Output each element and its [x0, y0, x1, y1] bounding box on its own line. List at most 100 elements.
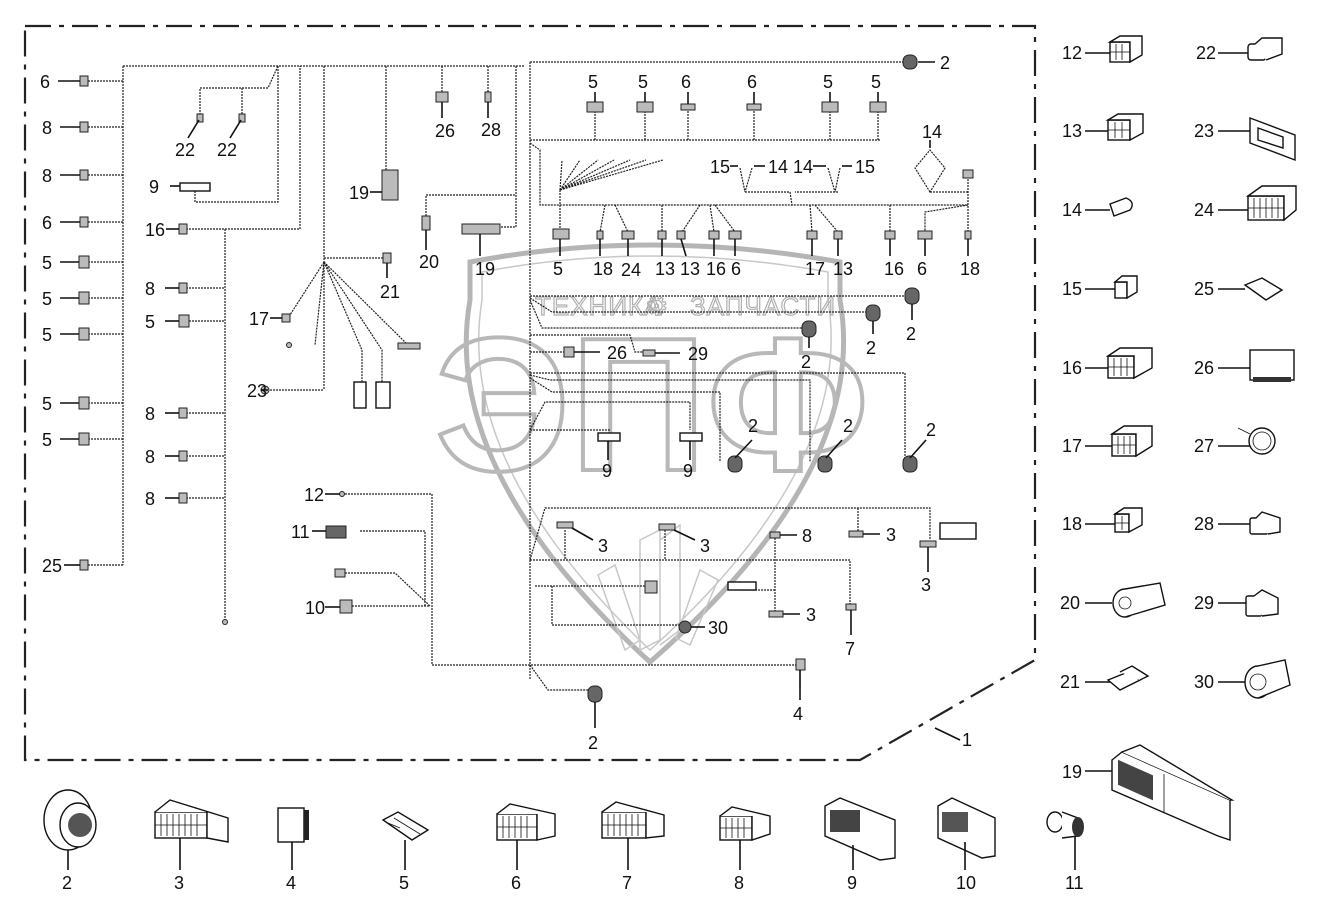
- part-11[interactable]: 11: [1046, 811, 1084, 893]
- wire-segment: [559, 159, 581, 191]
- connector-symbol: [178, 492, 188, 504]
- drawing-shape: [597, 432, 621, 442]
- connector-symbol: [78, 396, 90, 410]
- connector-symbol: [962, 169, 974, 179]
- callout-label: 8: [145, 489, 155, 509]
- connector-symbol: [178, 314, 190, 328]
- callout-label: 19: [349, 183, 369, 203]
- drawing-shape: [155, 814, 207, 836]
- connector-12pin-icon: [1245, 185, 1297, 222]
- part-8[interactable]: 8: [719, 806, 771, 893]
- wire-segment: [614, 204, 629, 233]
- callout-harness: 1: [962, 730, 972, 750]
- drawing-shape: [154, 799, 229, 843]
- connector-symbol: [178, 282, 188, 294]
- part-4[interactable]: 4: [277, 807, 309, 893]
- wire-segment: [834, 167, 841, 193]
- callout-label: 13: [1062, 121, 1082, 141]
- connector-symbol: [708, 230, 720, 240]
- parts-catalog-bottom: 2 3 4 5 6 7 8: [43, 789, 1084, 893]
- part-12[interactable]: 12: [1062, 35, 1143, 64]
- connector-symbol: [281, 313, 291, 323]
- part-17[interactable]: 17: [1062, 425, 1153, 458]
- drawing-shape: [939, 522, 977, 540]
- drawing-shape: [1109, 197, 1133, 217]
- wire-segment: [681, 204, 701, 233]
- part-10[interactable]: 10: [937, 797, 996, 893]
- part-22[interactable]: 22: [1196, 37, 1283, 63]
- callout-label: 26: [607, 343, 627, 363]
- wire-segment: [551, 586, 685, 626]
- callout-label: 8: [42, 118, 52, 138]
- part-20[interactable]: 20: [1060, 582, 1166, 618]
- part-9[interactable]: 9: [824, 797, 896, 893]
- part-27[interactable]: 27: [1194, 427, 1276, 456]
- connector-symbol: [768, 610, 784, 618]
- callout-label: 4: [793, 704, 803, 724]
- clip-housing-icon: [1249, 349, 1295, 382]
- leader-line: [187, 119, 200, 139]
- part-23[interactable]: 23: [1194, 116, 1296, 162]
- round-plug-icon: [1244, 659, 1291, 699]
- terminal-housing-icon: [1113, 275, 1138, 300]
- part-30[interactable]: 30: [1194, 659, 1291, 699]
- callout-label: 16: [706, 259, 726, 279]
- part-2[interactable]: 2: [43, 789, 97, 893]
- connector-symbol: [680, 103, 696, 111]
- connector-symbol: [902, 54, 918, 70]
- part-25[interactable]: 25: [1194, 277, 1284, 301]
- wire-segment: [314, 261, 325, 346]
- connector-symbol: [556, 521, 574, 529]
- connector-symbol: [919, 540, 937, 548]
- circular-connector-icon: [1112, 582, 1166, 618]
- part-16[interactable]: 16: [1062, 347, 1153, 380]
- part-29[interactable]: 29: [1194, 589, 1279, 617]
- part-7[interactable]: 7: [601, 801, 665, 893]
- wire-segment: [323, 261, 409, 346]
- part-6[interactable]: 6: [496, 803, 556, 893]
- wire-segment: [814, 204, 839, 233]
- drawing-shape: [1113, 275, 1138, 300]
- leader-line: [673, 529, 696, 541]
- drawing-shape: [1072, 817, 1084, 837]
- part-19[interactable]: 19: [1062, 744, 1235, 841]
- drawing-shape: [1257, 659, 1291, 699]
- callout-label: 2: [906, 324, 916, 344]
- drawing-shape: [1119, 665, 1150, 681]
- callout-label: 29: [1194, 593, 1214, 613]
- clip-housing-icon: [277, 807, 309, 843]
- part-21[interactable]: 21: [1060, 665, 1150, 692]
- connector-symbol: [676, 230, 686, 240]
- wire-segment: [529, 377, 721, 462]
- harness-connectors: [78, 54, 977, 703]
- part-5[interactable]: 5: [381, 811, 430, 893]
- wire-segment: [709, 204, 715, 233]
- callout-label: 3: [921, 575, 931, 595]
- diagram-callouts: 6 8 8 6 5 5 5 5 5 25 16 8 5 8 8 8 22 22 …: [40, 53, 980, 753]
- callout-label: 2: [843, 416, 853, 436]
- callout-label: 23: [1194, 121, 1214, 141]
- connector-symbol: [833, 230, 843, 240]
- part-24[interactable]: 24: [1194, 185, 1297, 222]
- connector-symbol: [461, 223, 501, 235]
- callout-label: 18: [593, 259, 613, 279]
- part-3[interactable]: 3: [154, 799, 229, 893]
- part-28[interactable]: 28: [1194, 511, 1281, 535]
- connector-symbol: [334, 568, 346, 578]
- wire-segment: [559, 159, 664, 191]
- part-13[interactable]: 13: [1062, 113, 1144, 142]
- part-15[interactable]: 15: [1062, 275, 1138, 300]
- ecu-connector-icon: [1111, 744, 1235, 841]
- terminal-sleeve-icon: [1109, 197, 1133, 217]
- wire-segment: [287, 261, 325, 319]
- part-18[interactable]: 18: [1062, 507, 1143, 534]
- part-26[interactable]: 26: [1194, 349, 1295, 382]
- wire-segment: [559, 159, 599, 191]
- callout-label: 18: [960, 259, 980, 279]
- connector-symbol: [78, 255, 90, 269]
- wire-segment: [599, 204, 606, 233]
- callout-label: 14: [1062, 200, 1082, 220]
- drawing-shape: [375, 381, 391, 409]
- part-14[interactable]: 14: [1062, 197, 1133, 220]
